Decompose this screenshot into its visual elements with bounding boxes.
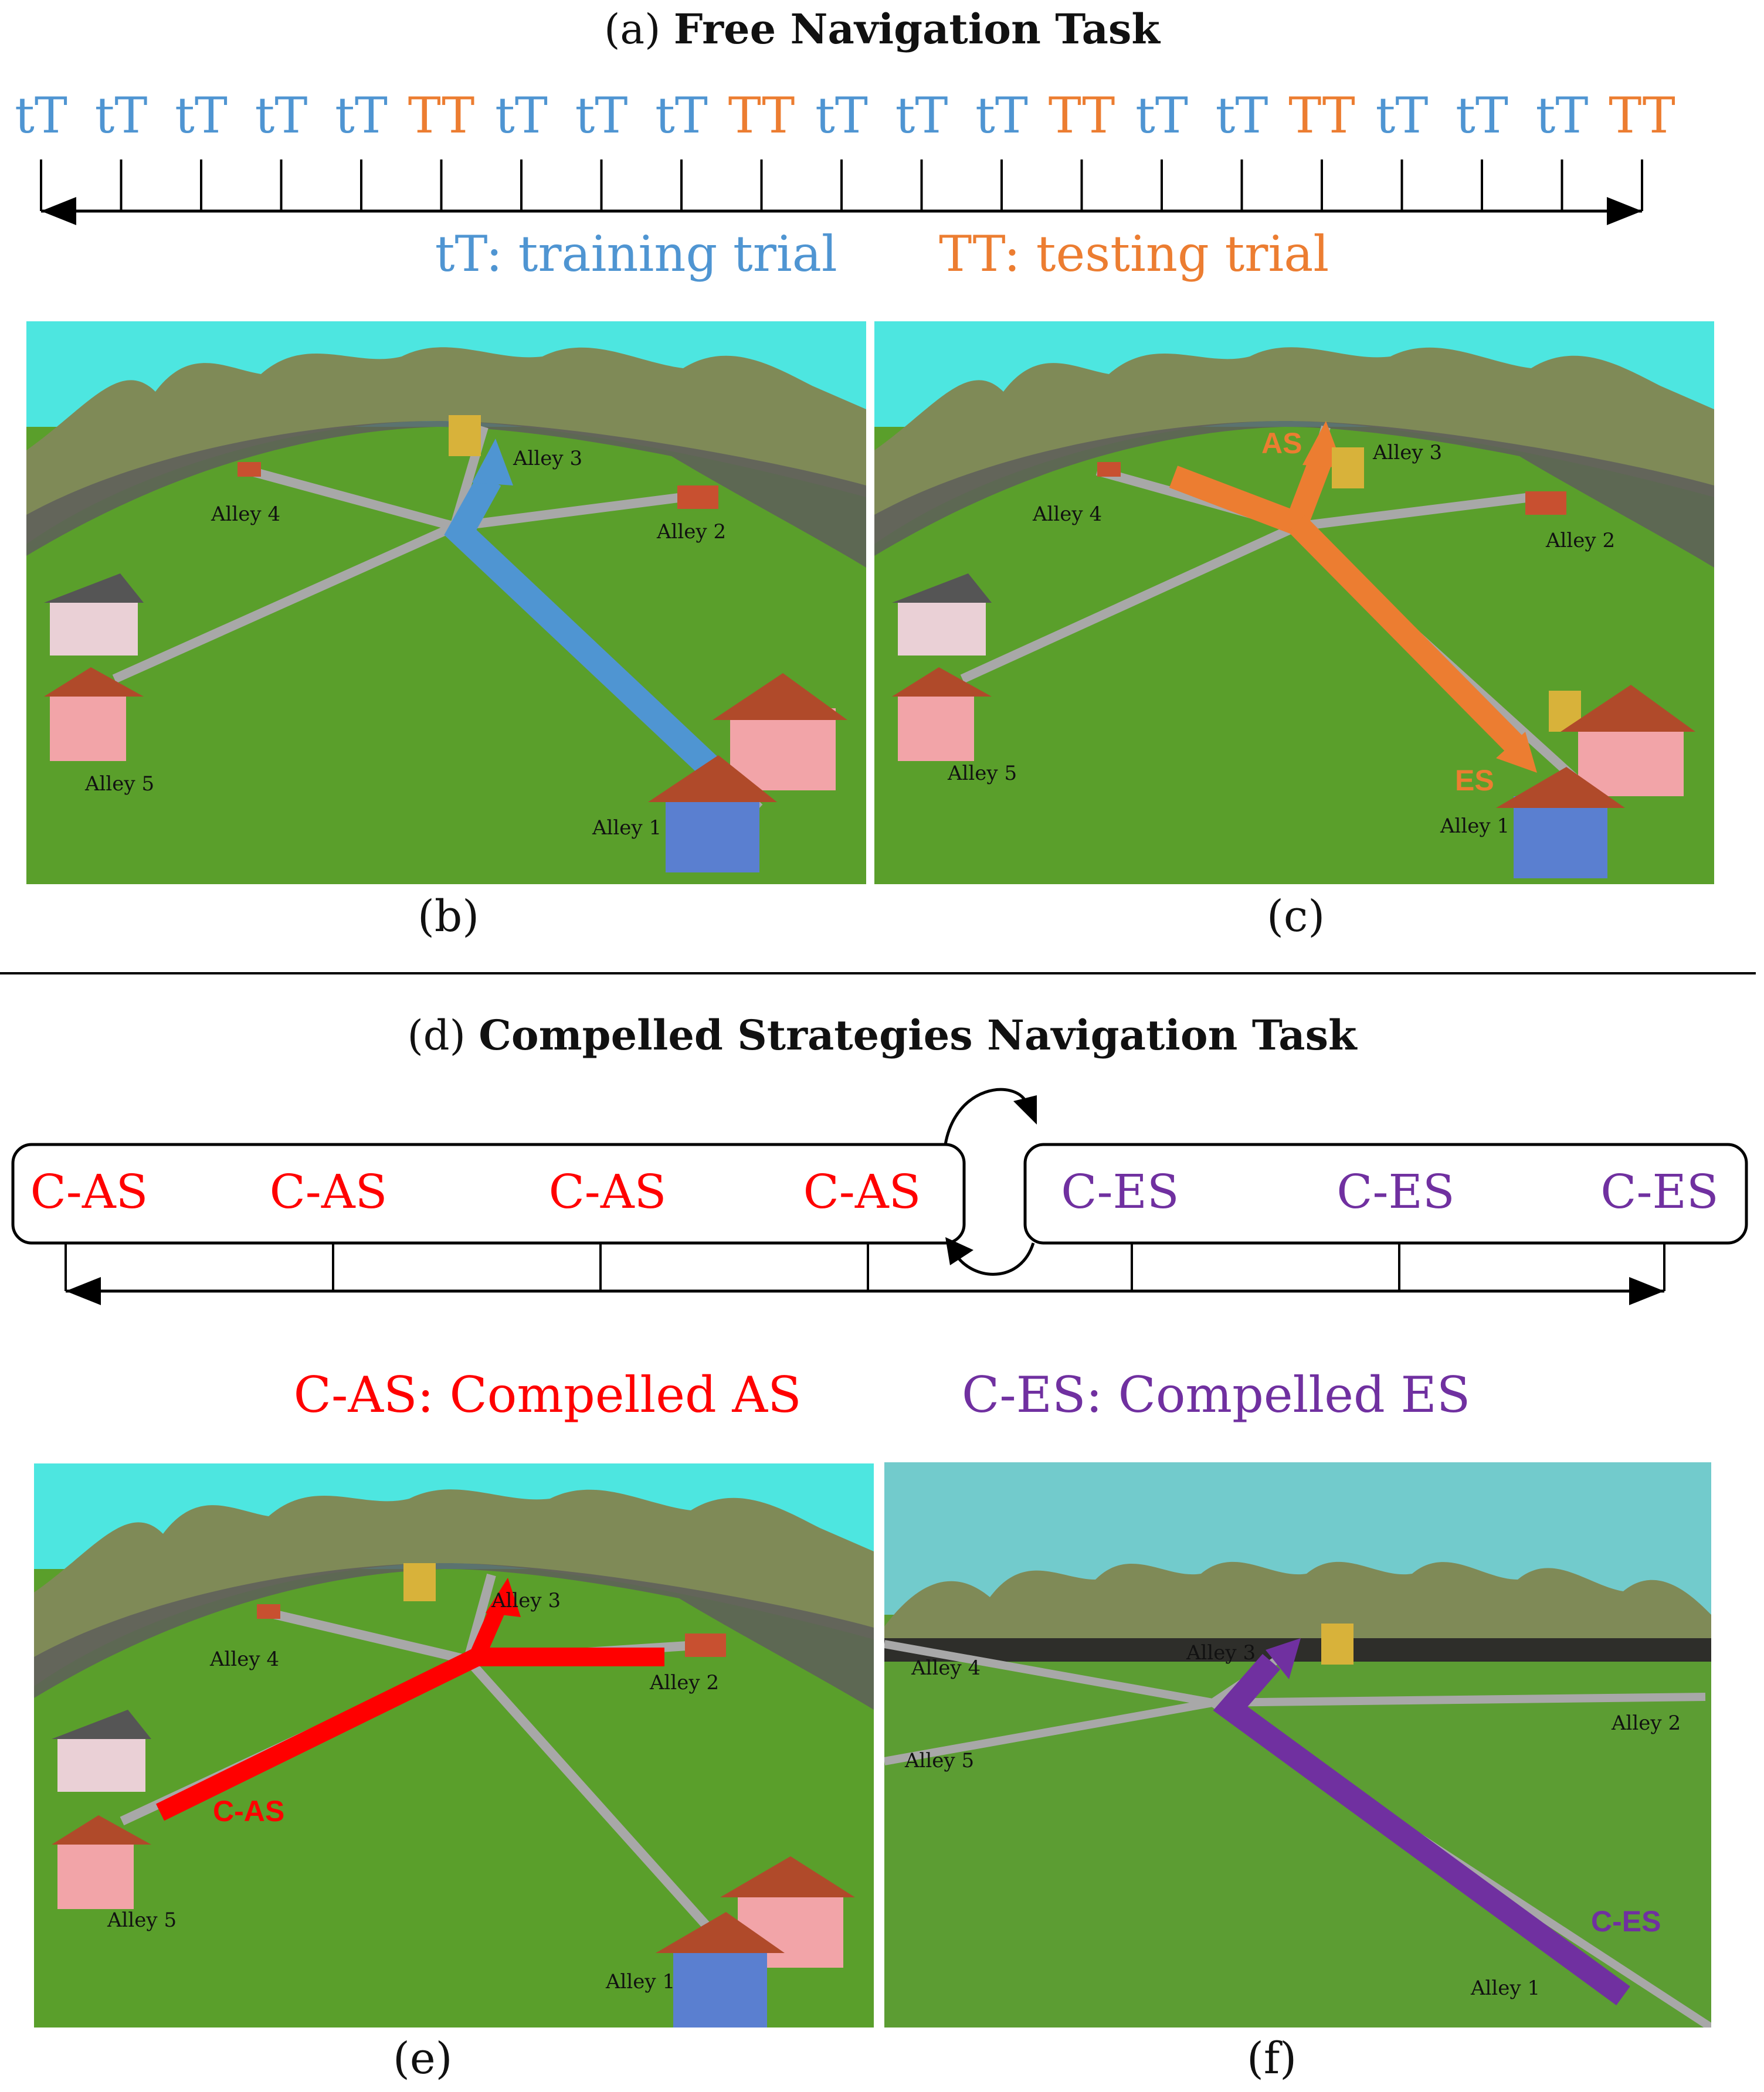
panel-b-scene: Alley 3 Alley 4 Alley 2 Alley 5 Alley 1 <box>26 321 866 884</box>
trial-label: tT <box>255 87 308 144</box>
panel-e-alley1: Alley 1 <box>605 1970 675 1993</box>
panel-b-alley2: Alley 2 <box>656 520 726 544</box>
panel-f-alley1: Alley 1 <box>1470 1976 1540 2000</box>
panel-f-scene: C-ES Alley 3 Alley 4 Alley 2 Alley 5 All… <box>884 1462 1711 2028</box>
panel-c-tag-as: AS <box>1261 427 1302 460</box>
legend-testing: TT: testing trial <box>939 225 1329 283</box>
panel-e-alley3: Alley 3 <box>491 1589 561 1612</box>
legend-training: tT: training trial <box>435 225 837 283</box>
trial-label: tT <box>1456 87 1508 144</box>
trial-label: tT <box>335 87 388 144</box>
panel-f-alley2: Alley 2 <box>1611 1711 1681 1735</box>
trial-label: tT <box>975 87 1028 144</box>
trial-label: tT <box>815 87 868 144</box>
swap-arrow-bottom <box>954 1242 1035 1276</box>
panel-b-alley4: Alley 4 <box>211 502 280 526</box>
panel-e-caption: (e) <box>393 2033 453 2084</box>
trial-label: TT <box>1609 87 1675 144</box>
legend-cas: C-AS: Compelled AS <box>293 1366 802 1424</box>
section-d-title: (d) Compelled Strategies Navigation Task <box>0 1011 1764 1059</box>
panel-c-alley5: Alley 5 <box>947 762 1017 785</box>
panel-e-tag: C-AS <box>213 1795 284 1828</box>
trial-label: tT <box>1135 87 1188 144</box>
panel-e-alley4: Alley 4 <box>209 1648 279 1671</box>
panel-c-scene: AS ES Alley 3 Alley 4 Alley 2 Alley 5 Al… <box>874 321 1714 884</box>
panel-c-caption: (c) <box>1267 891 1325 942</box>
cas-label: C-AS <box>30 1164 148 1219</box>
legend-a: tT: training trial TT: testing trial <box>0 225 1764 283</box>
trial-label: TT <box>408 87 475 144</box>
panel-c-alley4: Alley 4 <box>1032 502 1102 526</box>
trial-label: tT <box>1375 87 1429 144</box>
section-d-prefix: (d) <box>407 1011 466 1059</box>
ces-block-box <box>1023 1143 1748 1245</box>
trial-label: TT <box>1288 87 1355 144</box>
cas-block-box <box>11 1143 966 1245</box>
trial-label: TT <box>728 87 795 144</box>
cas-label: C-AS <box>549 1164 667 1219</box>
panel-b-alley5: Alley 5 <box>84 772 154 796</box>
panel-c-alley2: Alley 2 <box>1545 529 1615 552</box>
panel-c-alley3: Alley 3 <box>1372 441 1442 464</box>
trial-label: tT <box>1535 87 1589 144</box>
panel-b-alley3: Alley 3 <box>513 447 582 470</box>
compelled-diagram: C-AS C-AS C-AS C-AS C-ES C-ES C-ES <box>11 1088 1748 1305</box>
trial-label: tT <box>15 87 67 144</box>
trial-label: tT <box>655 87 708 144</box>
ces-label: C-ES <box>1600 1164 1718 1219</box>
panel-f-caption: (f) <box>1247 2033 1297 2084</box>
panel-c-alley1: Alley 1 <box>1440 814 1509 838</box>
cas-label: C-AS <box>803 1164 921 1219</box>
panel-b-alley1: Alley 1 <box>592 816 662 840</box>
section-divider <box>0 972 1756 974</box>
panel-f-alley3: Alley 3 <box>1186 1641 1256 1665</box>
trial-label: tT <box>895 87 948 144</box>
timeline-a <box>40 159 1643 225</box>
trial-label: tT <box>94 87 148 144</box>
section-d-title-bold: Compelled Strategies Navigation Task <box>479 1011 1357 1059</box>
panel-e-alley2: Alley 2 <box>649 1671 719 1694</box>
trial-label: tT <box>1215 87 1268 144</box>
swap-arrow-top <box>944 1088 1028 1145</box>
trial-label: tT <box>495 87 548 144</box>
section-a-title: (a) Free Navigation Task <box>0 5 1764 53</box>
ces-label: C-ES <box>1061 1164 1179 1219</box>
legend-d: C-AS: Compelled AS C-ES: Compelled ES <box>0 1366 1764 1424</box>
panel-c-tag-es: ES <box>1455 764 1494 797</box>
panel-f-alley4: Alley 4 <box>911 1656 981 1680</box>
ces-label: C-ES <box>1336 1164 1454 1219</box>
section-a-title-bold: Free Navigation Task <box>673 5 1160 53</box>
panel-b-caption: (b) <box>418 891 480 942</box>
panel-e-alley5: Alley 5 <box>107 1908 177 1932</box>
trial-label: tT <box>175 87 228 144</box>
panel-f-alley5: Alley 5 <box>904 1749 974 1772</box>
cas-label: C-AS <box>270 1164 388 1219</box>
legend-ces: C-ES: Compelled ES <box>962 1366 1471 1424</box>
trial-label: TT <box>1048 87 1115 144</box>
trial-label: tT <box>575 87 628 144</box>
section-a-prefix: (a) <box>604 5 661 53</box>
panel-f-tag: C-ES <box>1591 1905 1661 1938</box>
panel-e-scene: C-AS Alley 3 Alley 4 Alley 2 Alley 5 All… <box>34 1463 874 2028</box>
